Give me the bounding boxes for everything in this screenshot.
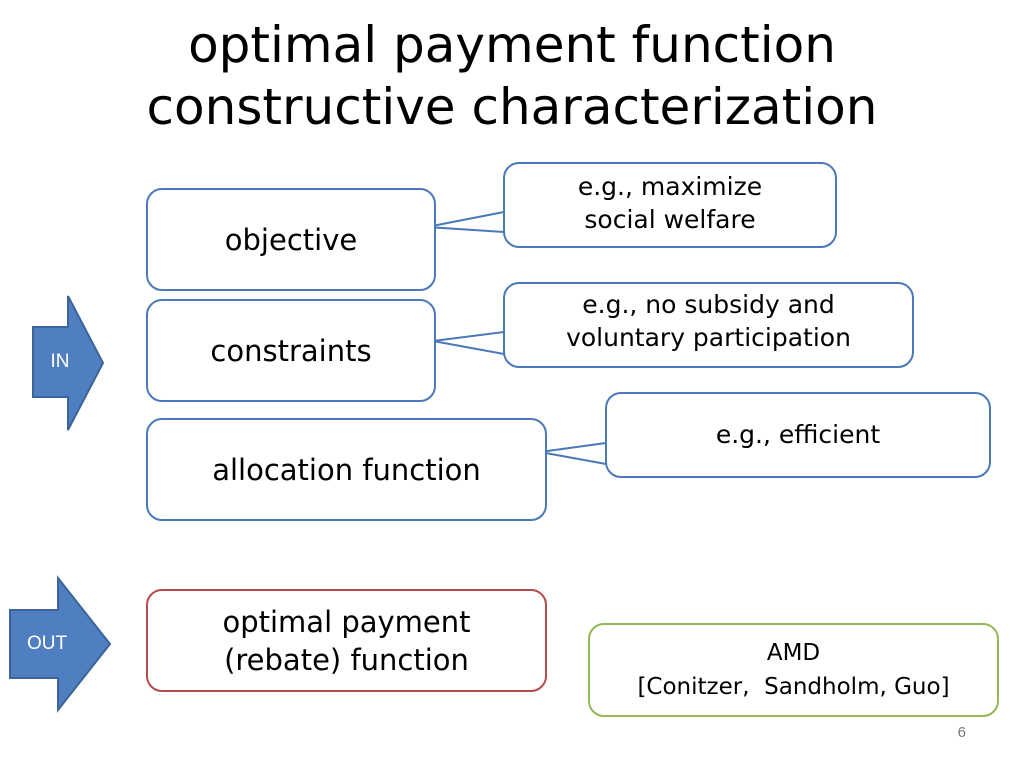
constraints-callout-line-2: voluntary participation <box>566 323 851 352</box>
title-line-2: constructive characterization <box>146 78 878 136</box>
callout-pointer-allocation <box>539 442 607 465</box>
objective-box: objective <box>146 188 436 291</box>
objective-callout-line-1: e.g., maximize <box>577 172 763 201</box>
allocation-function-box: allocation function <box>146 418 547 521</box>
callout-pointer-constraints <box>432 331 505 355</box>
callout-pointer-objective <box>426 211 505 233</box>
output-line-2: (rebate) function <box>224 642 469 677</box>
in-arrow-icon <box>32 295 105 431</box>
constraints-callout: e.g., no subsidy and voluntary participa… <box>503 282 914 368</box>
constraints-callout-line-1: e.g., no subsidy and <box>582 290 835 319</box>
title-line-1: optimal payment function <box>188 16 836 74</box>
constraints-label: constraints <box>210 333 372 368</box>
out-label: OUT <box>26 633 68 654</box>
reference-line-1: AMD <box>766 640 821 666</box>
page-number: 6 <box>957 724 966 741</box>
allocation-function-label: allocation function <box>212 452 481 487</box>
out-arrow-icon <box>9 575 112 713</box>
objective-callout: e.g., maximize social welfare <box>503 162 837 248</box>
output-line-1: optimal payment <box>222 604 471 639</box>
reference-line-2: [Conitzer, Sandholm, Guo] <box>637 674 950 700</box>
objective-label: objective <box>224 222 358 257</box>
objective-callout-line-2: social welfare <box>584 205 756 234</box>
allocation-callout-text: e.g., efficient <box>715 420 881 449</box>
slide-title: optimal payment function constructive ch… <box>0 14 1024 138</box>
optimal-payment-box: optimal payment (rebate) function <box>146 589 547 692</box>
constraints-box: constraints <box>146 299 436 402</box>
reference-box: AMD [Conitzer, Sandholm, Guo] <box>588 623 999 717</box>
allocation-callout: e.g., efficient <box>605 392 991 478</box>
in-label: IN <box>50 351 70 372</box>
